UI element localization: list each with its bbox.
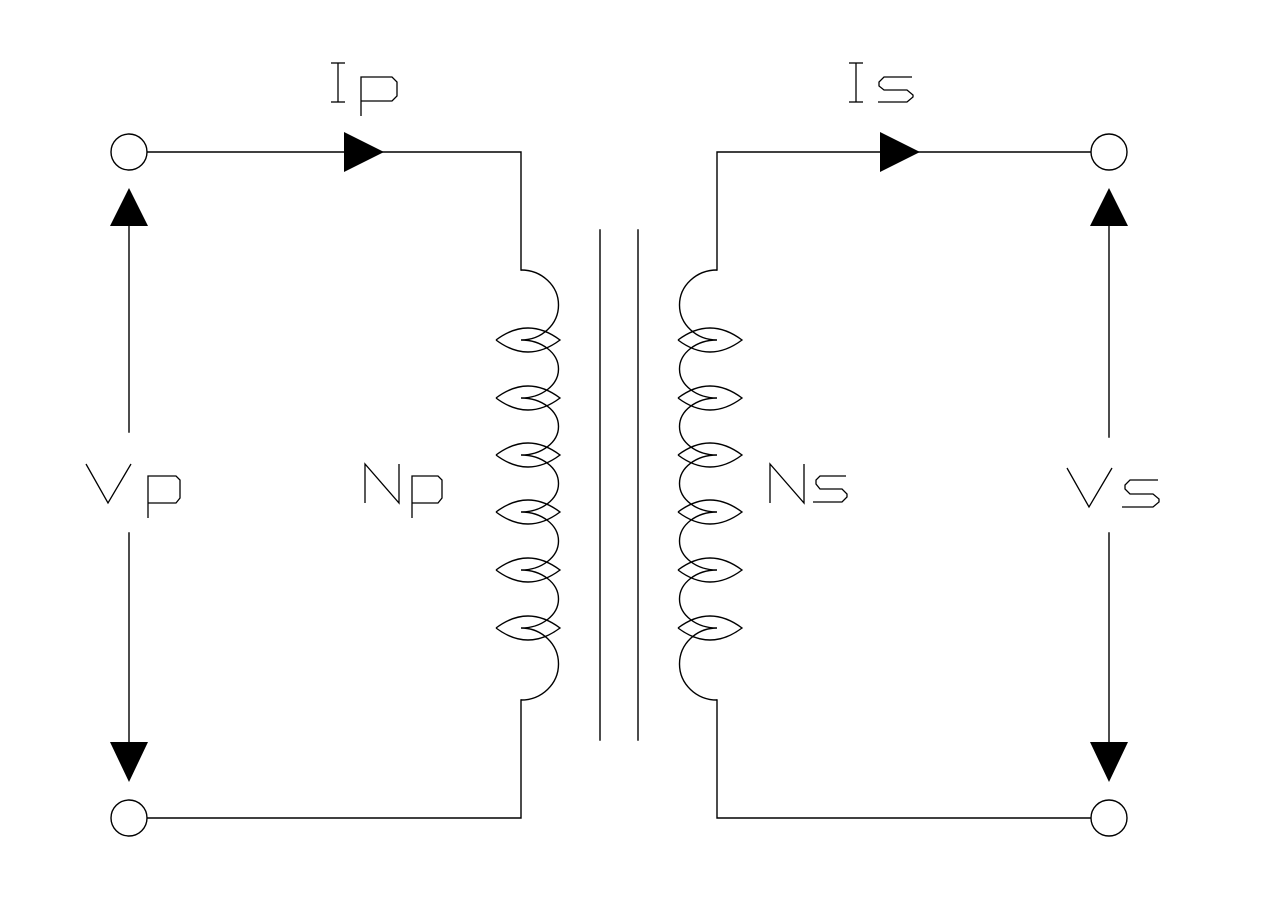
label-vp-text: Vp xyxy=(85,499,87,501)
primary-coil-turn xyxy=(495,327,562,353)
primary-bottom-wire xyxy=(146,699,522,819)
secondary-current-arrow xyxy=(880,132,920,172)
label-ns: Ns xyxy=(769,462,848,505)
primary-coil-turn xyxy=(495,557,562,583)
label-vs-text: Vs xyxy=(1066,499,1068,501)
secondary-coil-turn xyxy=(677,557,744,583)
transformer-core xyxy=(599,229,639,741)
secondary-bottom-terminal xyxy=(1090,799,1128,837)
secondary-coil-turn xyxy=(677,327,744,353)
label-vp: Vp xyxy=(85,463,181,518)
primary-coil-turn xyxy=(495,615,562,641)
primary-coil-turn xyxy=(495,442,562,468)
label-ip-text: Ip xyxy=(330,99,331,101)
secondary-top-wire xyxy=(716,151,1092,271)
secondary-bottom-wire xyxy=(716,699,1092,819)
primary-bottom-terminal xyxy=(110,799,148,837)
label-vs: Vs xyxy=(1066,467,1160,509)
label-ip: Ip xyxy=(330,62,398,116)
primary-winding xyxy=(495,269,562,701)
secondary-coil-turn xyxy=(677,499,744,525)
label-is: Is xyxy=(848,62,914,103)
secondary-coil-outer-turns xyxy=(678,269,718,701)
secondary-coil-turn xyxy=(677,442,744,468)
primary-top-wire xyxy=(146,151,522,271)
primary-voltage-arrow xyxy=(110,188,148,782)
primary-coil-turn xyxy=(495,385,562,411)
secondary-coil-turn xyxy=(677,385,744,411)
secondary-voltage-arrow xyxy=(1090,188,1128,782)
primary-coil-outer-turns xyxy=(520,269,560,701)
secondary-top-terminal xyxy=(1090,133,1128,171)
label-is-text: Is xyxy=(848,99,849,101)
primary-circuit xyxy=(110,132,522,837)
primary-current-arrow xyxy=(344,132,384,172)
secondary-coil-turn xyxy=(677,615,744,641)
secondary-circuit xyxy=(716,132,1128,837)
primary-coil-turn xyxy=(495,499,562,525)
label-np: Np xyxy=(364,462,443,518)
primary-top-terminal xyxy=(110,133,148,171)
secondary-winding xyxy=(677,269,744,701)
